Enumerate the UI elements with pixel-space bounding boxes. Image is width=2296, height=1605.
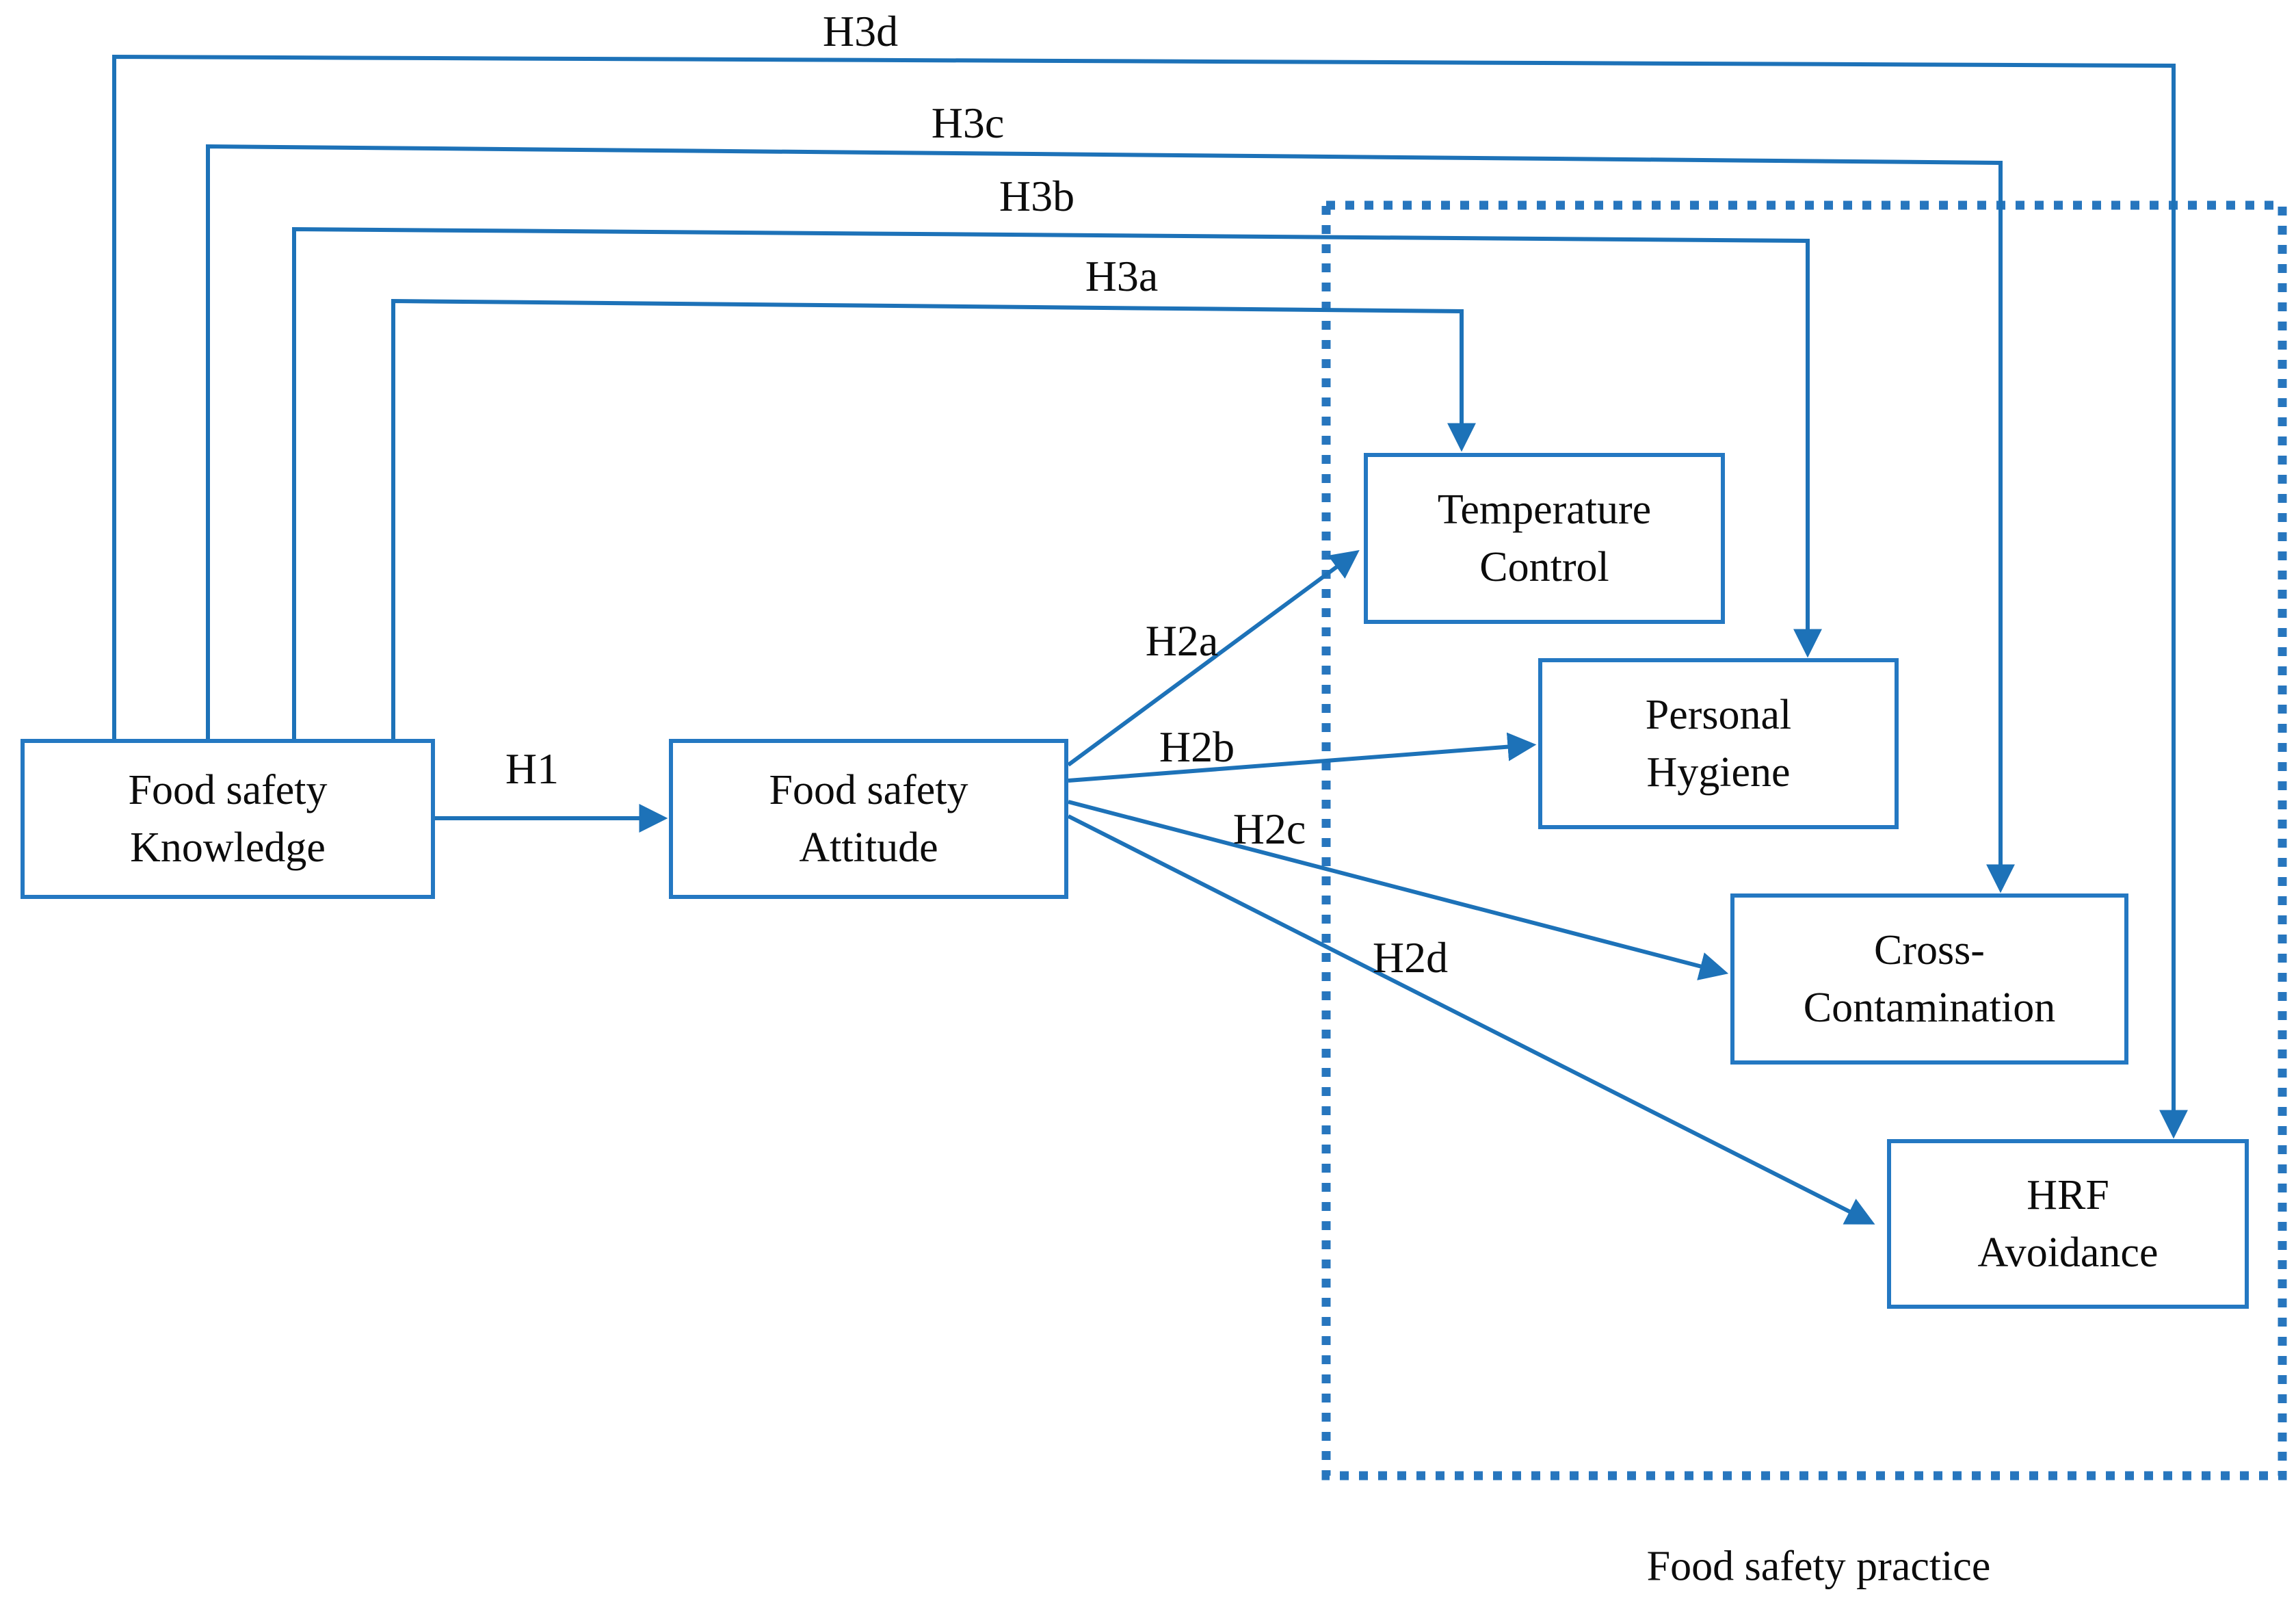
edge-h2c-arrow (1068, 800, 1729, 980)
edge-h2d-arrow (1067, 814, 1875, 1225)
edge-h2c-label: H2c (1232, 805, 1306, 853)
node-temperature-control: Temperature Control (1364, 453, 1725, 624)
food-safety-practice-group-border (1321, 200, 2287, 1480)
edge-h2b-arrow (1068, 732, 1537, 783)
edge-h3b-arrow (292, 226, 1822, 739)
edge-h3c-arrow (206, 144, 2015, 893)
edge-h2a-arrow (1067, 550, 1360, 767)
edge-h1-label: H1 (505, 744, 559, 793)
node-food-safety-attitude-label: Food safety Attitude (769, 767, 968, 871)
edge-h2d-label: H2d (1372, 933, 1449, 982)
node-food-safety-knowledge-label: Food safety Knowledge (128, 767, 328, 871)
node-hrf-avoidance: HRF Avoidance (1887, 1139, 2249, 1309)
edge-h3a-arrow (391, 298, 1476, 739)
node-cross-contamination-label: Cross-Contamination (1803, 927, 2056, 1031)
edge-h3b-label: H3b (999, 172, 1075, 220)
node-food-safety-attitude: Food safety Attitude (669, 739, 1068, 899)
edge-h2a-label: H2a (1145, 616, 1219, 665)
edge-h3d-arrow (112, 54, 2188, 1139)
edge-h2b-label: H2b (1159, 722, 1235, 771)
node-personal-hygiene: Personal Hygiene (1538, 658, 1899, 829)
edge-h3a-label: H3a (1085, 252, 1159, 300)
node-food-safety-knowledge: Food safety Knowledge (21, 739, 435, 899)
food-safety-practice-caption: Food safety practice (1646, 1543, 1991, 1590)
node-cross-contamination: Cross-Contamination (1730, 893, 2128, 1065)
edge-h3d-label: H3d (822, 7, 899, 55)
node-hrf-avoidance-label: HRF Avoidance (1977, 1172, 2159, 1276)
edge-h3c-label: H3c (931, 99, 1005, 147)
node-personal-hygiene-label: Personal Hygiene (1645, 692, 1792, 796)
node-temperature-control-label: Temperature Control (1437, 486, 1652, 590)
